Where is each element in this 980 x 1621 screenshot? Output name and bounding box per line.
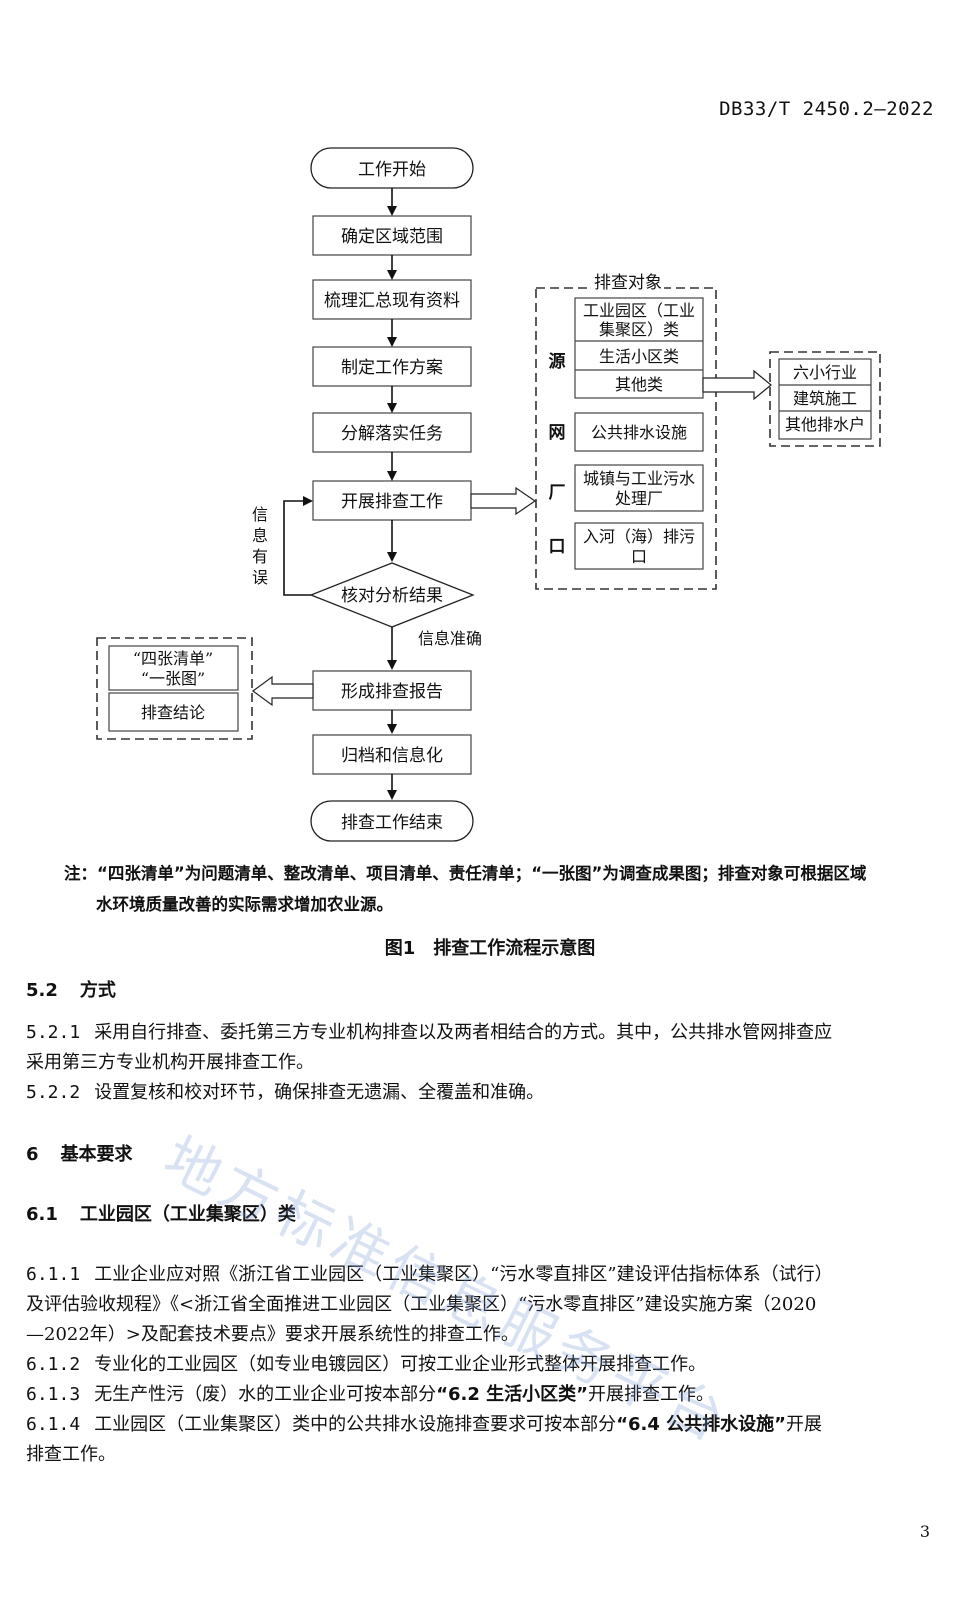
network-item: 公共排水设施 xyxy=(591,423,687,442)
feedback-loop xyxy=(283,496,313,596)
section-heading: 5.2 方式 xyxy=(26,976,960,1006)
plant-item-line: 城镇与工业污水 xyxy=(583,469,695,488)
category-label: 源 xyxy=(549,351,566,372)
category-label: 网 xyxy=(549,423,566,443)
note-line: 注：“四张清单”为问题清单、整改清单、项目清单、责任清单；“一张图”为调查成果图… xyxy=(64,864,867,883)
other-sub-item: 建筑施工 xyxy=(793,389,857,408)
hollow-arrow-right xyxy=(470,486,537,516)
other-sub-item: 六小行业 xyxy=(793,363,857,382)
clause-text: 设置复核和校对环节，确保排查无遗漏、全覆盖和准确。 xyxy=(94,1082,545,1103)
clause-text: 工业园区（工业集聚区）类中的公共排水设施排查要求可按本部分 xyxy=(94,1414,617,1435)
output-line: “四张清单” xyxy=(133,649,213,668)
step-label: 制定工作方案 xyxy=(341,358,443,378)
clause-text: 采用第三方专业机构开展排查工作。 xyxy=(26,1052,314,1073)
step-label: 开展排查工作 xyxy=(341,492,443,512)
clause-text: 无生产性污（废）水的工业企业可按本部分 xyxy=(94,1384,437,1405)
output-box xyxy=(108,645,239,691)
section-number: 6 xyxy=(26,1144,39,1165)
section-title: 基本要求 xyxy=(60,1144,133,1165)
clause-number: 6.1.3 xyxy=(26,1384,81,1405)
hollow-arrow-right xyxy=(702,369,772,401)
clause-reference: “6.2 生活小区类” xyxy=(436,1384,589,1405)
end-label: 排查工作结束 xyxy=(341,813,443,833)
hollow-arrow-left xyxy=(251,675,314,707)
step-box xyxy=(312,215,472,256)
archive-box xyxy=(312,734,472,775)
clause-reference: “6.4 公共排水设施” xyxy=(616,1414,787,1435)
clause-text: 专业化的工业园区（如专业电镀园区）可按工业企业形式整体开展排查工作。 xyxy=(94,1354,707,1375)
source-item-line: 工业园区（工业 xyxy=(583,301,695,320)
section-number: 5.2 xyxy=(26,980,58,1001)
plant-item-box xyxy=(574,464,704,512)
other-sub-box xyxy=(778,358,872,440)
section-title: 方式 xyxy=(79,980,116,1001)
clause-text: 采用自行排查、委托第三方专业机构排查以及两者相结合的方式。其中，公共排水管网排查… xyxy=(94,1022,833,1043)
report-box xyxy=(312,670,472,711)
flowchart: 工作开始 确定区域范围 梳理汇总现有资料 制定工作方案 分解落实任务 开展排查工… xyxy=(96,147,881,842)
figure-caption: 图1 排查工作流程示意图 xyxy=(384,938,596,959)
section-heading: 6 基本要求 xyxy=(26,1140,960,1170)
step-label: 确定区域范围 xyxy=(341,227,443,247)
end-terminal xyxy=(310,800,474,842)
clause-text: 排查工作。 xyxy=(26,1444,116,1465)
paragraph: 6.1.1 工业企业应对照《浙江省工业园区（工业集聚区）“污水零直排区”建设评估指… xyxy=(26,1260,960,1470)
clause-number: 6.1.4 xyxy=(26,1414,81,1435)
page-number: 3 xyxy=(919,1522,930,1541)
step-label: 梳理汇总现有资料 xyxy=(324,291,460,311)
output-box xyxy=(108,692,239,732)
start-label: 工作开始 xyxy=(358,160,426,180)
category-label: 口 xyxy=(549,537,566,557)
outlet-item-line: 入河（海）排污 xyxy=(583,527,695,546)
clause-text: 工业企业应对照《浙江省工业园区（工业集聚区）“污水零直排区”建设评估指标体系（试… xyxy=(94,1264,833,1285)
clause-number: 6.1.1 xyxy=(26,1264,81,1285)
archive-label: 归档和信息化 xyxy=(341,746,443,766)
decision-label: 核对分析结果 xyxy=(341,586,443,606)
clause-text: 开展排查工作。 xyxy=(588,1384,715,1405)
plant-item-line: 处理厂 xyxy=(615,489,663,508)
clause-text: —2022年）>及配套技术要点》要求开展系统性的排查工作。 xyxy=(26,1324,519,1345)
feedback-char: 误 xyxy=(252,568,268,587)
section-title: 工业园区（工业集聚区）类 xyxy=(79,1204,296,1225)
report-label: 形成排查报告 xyxy=(341,682,443,702)
source-item: 其他类 xyxy=(615,375,663,394)
objects-title: 排查对象 xyxy=(594,273,662,293)
feedback-char: 有 xyxy=(252,547,268,566)
standard-number: DB33/T 2450.2—2022 xyxy=(719,98,934,120)
output-line: “一张图” xyxy=(141,669,205,688)
clause-text: 及评估验收规程》《<浙江省全面推进工业园区（工业集聚区）“污水零直排区”建设实施… xyxy=(26,1294,817,1315)
section-heading: 6.1 工业园区（工业集聚区）类 xyxy=(26,1200,960,1230)
paragraph: 5.2.1 采用自行排查、委托第三方专业机构排查以及两者相结合的方式。其中，公共排… xyxy=(26,1018,960,1108)
source-item-line: 集聚区）类 xyxy=(599,320,679,339)
section-number: 6.1 xyxy=(26,1204,58,1225)
source-item: 生活小区类 xyxy=(599,347,679,366)
outlet-item-line: 口 xyxy=(631,547,647,566)
step-label: 分解落实任务 xyxy=(341,424,443,444)
feedback-char: 信 xyxy=(252,505,268,524)
figure-note: 注：“四张清单”为问题清单、整改清单、项目清单、责任清单；“一张图”为调查成果图… xyxy=(64,858,964,920)
outputs-group xyxy=(96,637,253,740)
clause-text: 开展 xyxy=(786,1414,823,1435)
clause-number: 5.2.2 xyxy=(26,1082,81,1103)
step-box xyxy=(312,279,472,320)
source-items-box xyxy=(574,297,704,399)
feedback-char: 息 xyxy=(252,526,268,545)
clause-number: 5.2.1 xyxy=(26,1022,81,1043)
output-line: 排查结论 xyxy=(141,703,205,722)
network-item-box xyxy=(574,412,704,452)
outlet-item-box xyxy=(574,522,704,570)
category-label: 厂 xyxy=(549,483,566,503)
other-sub-group xyxy=(769,351,881,447)
clause-number: 6.1.2 xyxy=(26,1354,81,1375)
note-line: 水环境质量改善的实际需求增加农业源。 xyxy=(96,895,393,914)
accurate-label: 信息准确 xyxy=(418,629,482,648)
other-sub-item: 其他排水户 xyxy=(785,415,865,434)
